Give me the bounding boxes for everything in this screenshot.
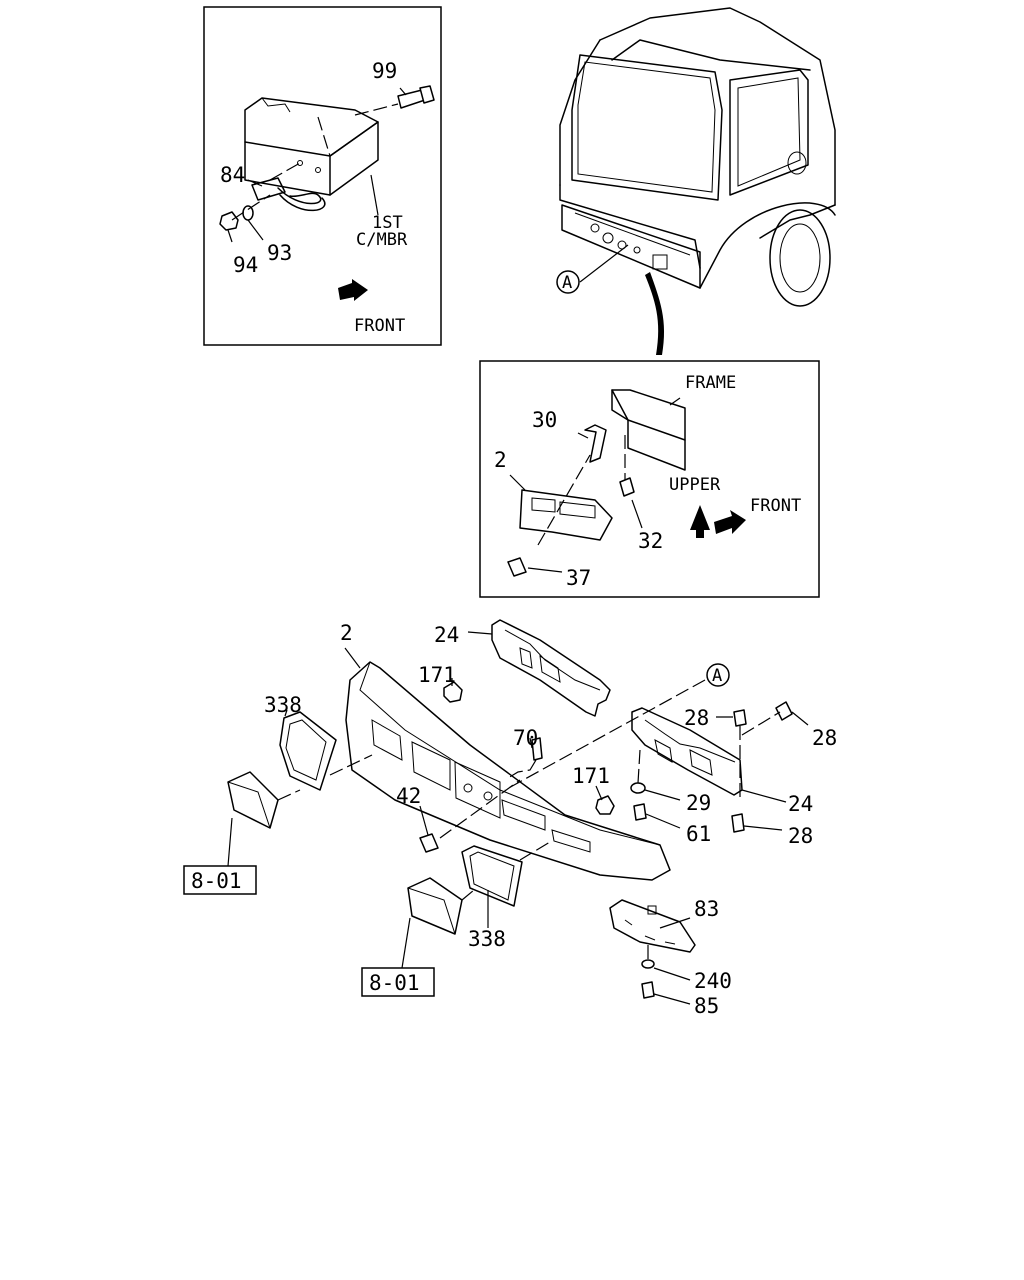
callout-28-a: 28 — [684, 706, 709, 730]
callout-28-c: 28 — [788, 824, 813, 848]
hook-84 — [251, 162, 326, 212]
label-1st: 1ST — [372, 213, 403, 233]
lamp-lower — [407, 877, 463, 935]
main-exploded-view: A 8-01 8-01 2 24 171 338 70 28 28 171 42… — [183, 619, 837, 1018]
inset-frame-bracket — [479, 360, 820, 598]
plate-83 — [609, 899, 696, 953]
bolt-85 — [641, 981, 655, 999]
view-ref-a-main: A — [712, 666, 722, 686]
callout-70: 70 — [513, 726, 538, 750]
nut-94 — [219, 211, 239, 231]
callout-99: 99 — [372, 59, 397, 83]
callout-338-lower: 338 — [468, 927, 506, 951]
bolt-99 — [354, 85, 435, 116]
washer-29 — [630, 782, 646, 794]
callout-61: 61 — [686, 822, 711, 846]
ref-box-8-01-lower — [361, 967, 435, 997]
inset-tow-hook: 99 84 94 93 1ST C/MBR FRONT — [203, 6, 442, 346]
washer-93 — [242, 205, 254, 221]
washer-240 — [641, 959, 655, 969]
callout-240: 240 — [694, 969, 732, 993]
ref-box-8-01-upper — [183, 865, 257, 895]
label-cmbr: C/MBR — [356, 230, 408, 250]
stay-24-right — [631, 707, 743, 796]
inset-frame-top-left — [203, 6, 442, 346]
ref-8-01-upper: 8-01 — [191, 869, 242, 893]
label-front: FRONT — [354, 316, 405, 336]
callout-83: 83 — [694, 897, 719, 921]
view-ref-a-top: A — [562, 273, 572, 293]
callout-24-left: 24 — [434, 623, 459, 647]
bumper — [345, 661, 671, 881]
callout-24-right: 24 — [788, 792, 813, 816]
truck-cab: A — [556, 7, 836, 355]
bolt-28-a — [733, 709, 747, 727]
view-ref-circle — [556, 270, 580, 294]
bolt-28-c — [731, 813, 745, 833]
label-upper: UPPER — [669, 475, 721, 495]
callout-42: 42 — [396, 784, 421, 808]
bolt-42 — [419, 779, 521, 853]
gasket-338-lower — [461, 845, 523, 907]
callout-84: 84 — [220, 163, 245, 187]
front-arrow-icon-2 — [714, 510, 746, 534]
callout-2-inset: 2 — [494, 448, 507, 472]
callout-94: 94 — [233, 253, 258, 277]
bolt-61 — [633, 803, 647, 821]
bolt-28-b — [775, 701, 793, 721]
bracket-70 — [507, 737, 543, 779]
front-arrow-icon — [338, 279, 368, 301]
lamp-upper — [227, 771, 279, 829]
callout-338-upper: 338 — [264, 693, 302, 717]
callout-85: 85 — [694, 994, 719, 1018]
label-front-2: FRONT — [750, 496, 801, 516]
callout-28-b: 28 — [812, 726, 837, 750]
callout-29: 29 — [686, 791, 711, 815]
upper-arrow-icon — [690, 505, 710, 538]
inset-bracket: 30 2 32 37 FRAME UPPER FRONT — [479, 360, 820, 598]
callout-37: 37 — [566, 566, 591, 590]
callout-93: 93 — [267, 241, 292, 265]
nut-171-right — [595, 795, 615, 815]
label-frame: FRAME — [685, 373, 736, 393]
callout-32: 32 — [638, 529, 663, 553]
callout-171-right: 171 — [572, 764, 610, 788]
ref-8-01-lower: 8-01 — [369, 971, 420, 995]
callout-171-left: 171 — [418, 663, 456, 687]
callout-30: 30 — [532, 408, 557, 432]
nut-171-left — [443, 681, 463, 703]
gasket-338-upper — [279, 711, 337, 791]
stay-24-left — [491, 619, 611, 717]
callout-2: 2 — [340, 621, 353, 645]
